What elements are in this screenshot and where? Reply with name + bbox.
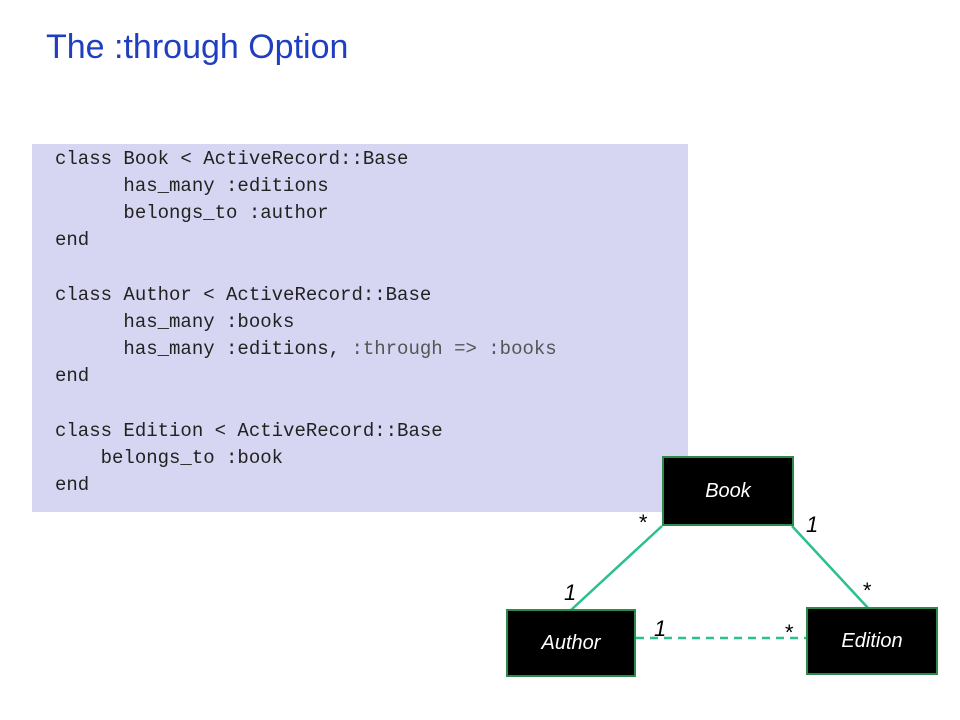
multiplicity-book-edition-at-book: 1 [806,512,819,537]
code-line: end [55,365,90,387]
code-panel [32,144,688,512]
code-line: belongs_to :book [55,447,284,469]
edition-class-box: Edition [806,607,938,675]
code-line: end [55,229,90,251]
edition-class-label: Edition [841,629,903,652]
code-line: end [55,474,90,496]
code-line: belongs_to :author [55,202,329,224]
code-line: class Edition < ActiveRecord::Base [55,420,443,442]
multiplicity-author-edition-at-author: 1 [654,616,667,641]
multiplicity-book-edition-at-edition: * [862,578,871,603]
through-option-text: :through => :books [351,338,557,360]
multiplicity-book-author-at-author: 1 [564,580,577,605]
author-class-label: Author [541,631,601,654]
book-class-box: Book [662,456,794,526]
association-book-author [570,525,663,611]
multiplicity-author-edition-at-edition: * [784,620,793,645]
multiplicity-book-author-at-book: * [638,510,647,535]
code-line: has_many :books [55,311,295,333]
code-line: has_many :editions [55,175,329,197]
code-line: class Author < ActiveRecord::Base [55,284,432,306]
code-line: has_many :editions, :through => :books [55,338,557,360]
code-line-text: has_many :editions, [55,338,352,360]
author-class-box: Author [506,609,636,677]
book-class-label: Book [705,479,751,502]
page-title: The :through Option [46,28,349,66]
association-book-edition [791,525,869,609]
code-line: class Book < ActiveRecord::Base [55,148,409,170]
